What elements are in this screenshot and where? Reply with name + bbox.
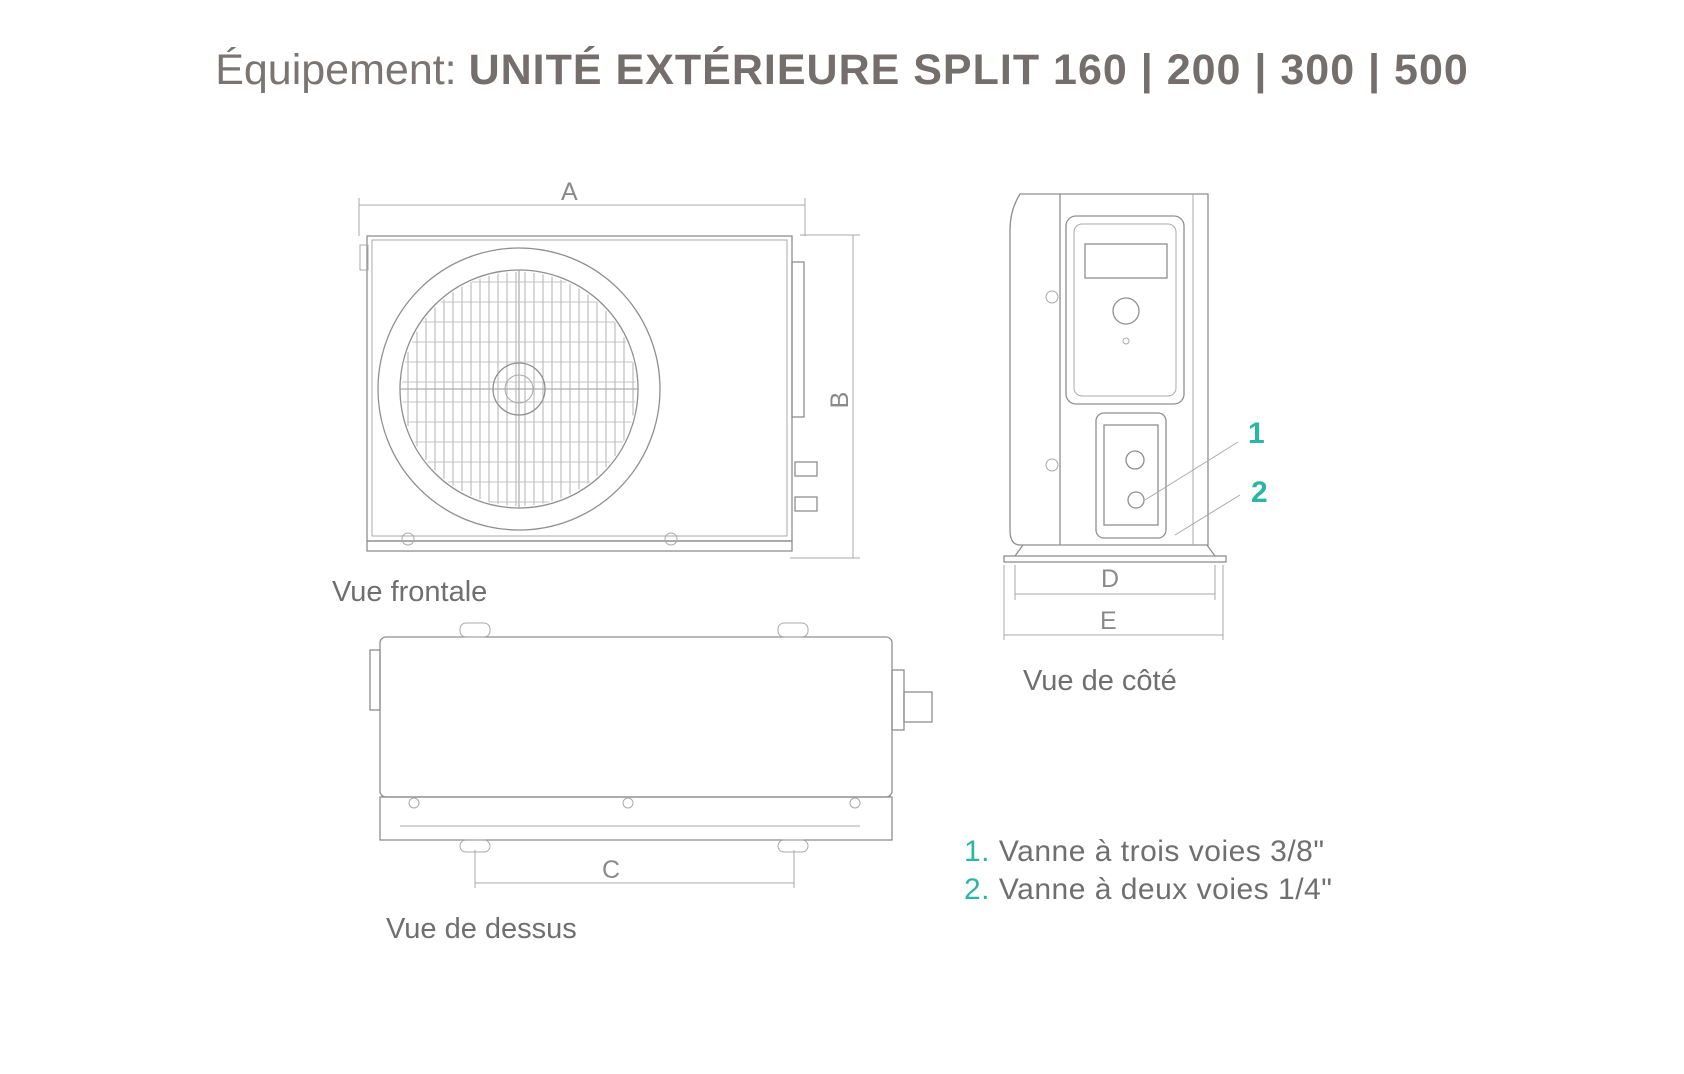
side-view-drawing: D E 1 2	[1003, 193, 1268, 640]
dimension-d-label: D	[1101, 565, 1119, 593]
legend-item: 1. Vanne à trois voies 3/8"	[964, 835, 1324, 869]
legend-text: Vanne à trois voies 3/8"	[998, 835, 1325, 868]
front-view-drawing: A B	[358, 178, 860, 559]
title-prefix: Équipement:	[215, 46, 469, 94]
top-view-drawing: C	[369, 622, 933, 888]
legend-text: Vanne à deux voies 1/4"	[998, 873, 1333, 906]
callout-2: 2	[1251, 476, 1268, 509]
dimension-a-label: A	[561, 178, 578, 206]
top-view-caption: Vue de dessus	[386, 913, 577, 945]
legend-item: 2. Vanne à deux voies 1/4"	[964, 873, 1332, 907]
legend-number: 1.	[964, 835, 991, 868]
front-view-caption: Vue frontale	[332, 576, 488, 608]
dimension-e-label: E	[1100, 607, 1117, 635]
title-main: UNITÉ EXTÉRIEURE SPLIT 160 | 200 | 300 |…	[468, 46, 1469, 94]
fan-grille	[402, 272, 636, 506]
legend-number: 2.	[964, 873, 991, 906]
dimension-c-label: C	[602, 856, 620, 884]
callout-1: 1	[1248, 417, 1265, 450]
dimension-b-label: B	[826, 392, 854, 409]
page-title: Équipement: UNITÉ EXTÉRIEURE SPLIT 160 |…	[0, 46, 1684, 95]
side-view-caption: Vue de côté	[1023, 665, 1177, 697]
